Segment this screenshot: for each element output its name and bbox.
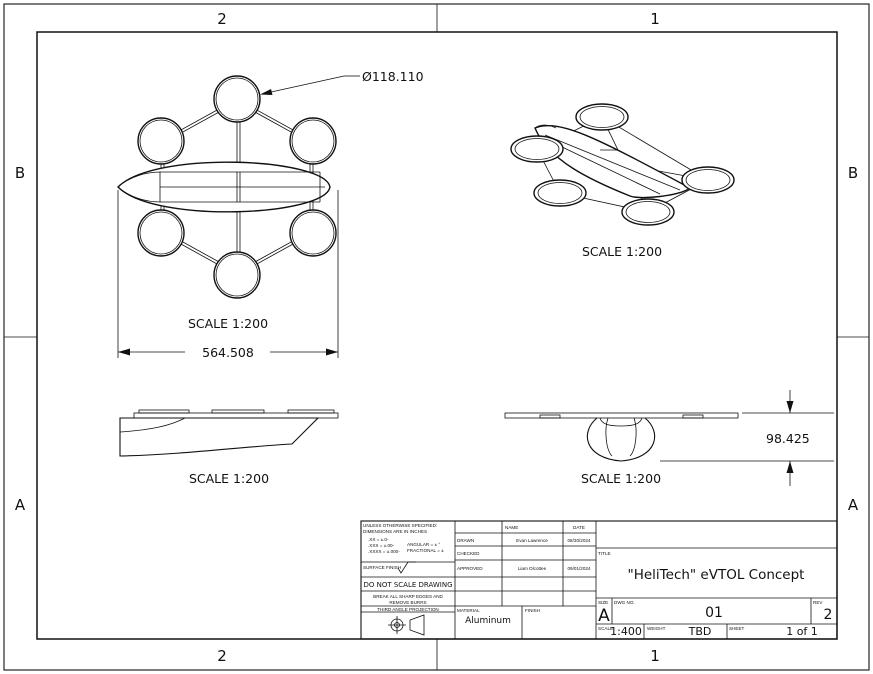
diameter-dimension: Ø118.110 [362, 69, 424, 84]
tb-approved-label: APPROVED [457, 566, 483, 571]
tb-size: A [598, 606, 610, 626]
tb-rev: 2 [824, 607, 833, 623]
title-block: UNLESS OTHERWISE SPECIFIED: DIMENSIONS A… [360, 520, 838, 640]
zone-label-left-b: B [15, 164, 25, 182]
width-dimension: 564.508 [202, 345, 254, 360]
iso-view-rotors [510, 103, 735, 226]
tb-scale-label: SCALE [598, 626, 613, 631]
top-view: Ø118.110 564.508 SCALE 1:200 [117, 69, 424, 360]
tb-do-not-scale: DO NOT SCALE DRAWING [363, 581, 452, 589]
zone-label-top-2: 2 [217, 10, 227, 28]
tb-scale: 1:400 [610, 625, 642, 638]
side-view: SCALE 1:200 [119, 409, 339, 486]
tb-finish-label: FINISH [525, 608, 540, 613]
height-dimension: 98.425 [766, 431, 810, 446]
surface-finish-symbol [397, 561, 416, 574]
top-view-fuselage [117, 161, 331, 213]
tb-surface-finish-label: SURFACE FINISH [363, 565, 401, 570]
tb-note-line3: .XX = ±.0- [368, 537, 389, 542]
zone-label-left-a: A [15, 496, 26, 514]
tb-note-line4: .XXX = ±.00- [368, 543, 395, 548]
tb-drawn-label: DRAWN [457, 538, 474, 543]
tb-break-edges-2: REMOVE BURRS [389, 600, 426, 605]
tb-note-line1: UNLESS OTHERWISE SPECIFIED: [363, 523, 437, 528]
tb-note-fractional: FRACTIONAL = ± [407, 548, 444, 553]
tb-drawn-date: 08/30/2024 [568, 538, 591, 543]
zone-label-right-b: B [848, 164, 858, 182]
tb-checked-label: CHECKED [457, 551, 480, 556]
diameter-leader [260, 75, 360, 95]
front-view-scale: SCALE 1:200 [581, 471, 661, 486]
tb-date-header: DATE [573, 525, 585, 530]
drawing-title: "HeliTech" eVTOL Concept [628, 567, 805, 583]
iso-view: SCALE 1:200 [510, 103, 735, 259]
zone-label-bottom-1: 1 [650, 647, 660, 665]
tb-size-label: SIZE [598, 600, 608, 605]
iso-view-scale: SCALE 1:200 [582, 244, 662, 259]
tb-dwg-no-label: DWG NO. [614, 600, 635, 605]
front-view: 98.425 SCALE 1:200 [504, 390, 834, 486]
tb-sheet: 1 of 1 [786, 625, 818, 638]
tb-break-edges-1: BREAK ALL SHARP EDGES AND [373, 594, 443, 599]
side-view-scale: SCALE 1:200 [189, 471, 269, 486]
tb-approved-date: 09/01/2024 [568, 566, 591, 571]
tb-rev-label: REV [813, 600, 823, 605]
tb-material: Aluminum [465, 616, 511, 626]
tb-name-header: NAME [505, 525, 518, 530]
tb-note-line5: .XXXX = ±.000- [368, 549, 400, 554]
top-view-scale: SCALE 1:200 [188, 316, 268, 331]
tb-dwg-no: 01 [705, 605, 723, 621]
tb-note-angular: ANGULAR = ± ° [407, 542, 440, 547]
zone-label-bottom-2: 2 [217, 647, 227, 665]
tb-title-label: TITLE [598, 551, 611, 556]
tb-weight: TBD [688, 625, 712, 638]
tb-material-label: MATERIAL [457, 608, 480, 613]
top-view-rotors [137, 75, 337, 299]
tb-approved-name: Liam Olcottee [518, 566, 547, 571]
tb-projection-label: THIRD ANGLE PROJECTION [377, 607, 439, 612]
tb-drawn-name: Evan Lawrence [516, 538, 548, 543]
width-dimension-lines [117, 190, 339, 358]
zone-label-right-a: A [848, 496, 859, 514]
third-angle-projection-icon [388, 614, 425, 636]
tb-sheet-label: SHEET [729, 626, 745, 631]
tb-note-line2: DIMENSIONS ARE IN INCHES [363, 529, 427, 534]
zone-label-top-1: 1 [650, 10, 660, 28]
tb-weight-label: WEIGHT [647, 626, 666, 631]
iso-view-fuselage [534, 124, 692, 199]
